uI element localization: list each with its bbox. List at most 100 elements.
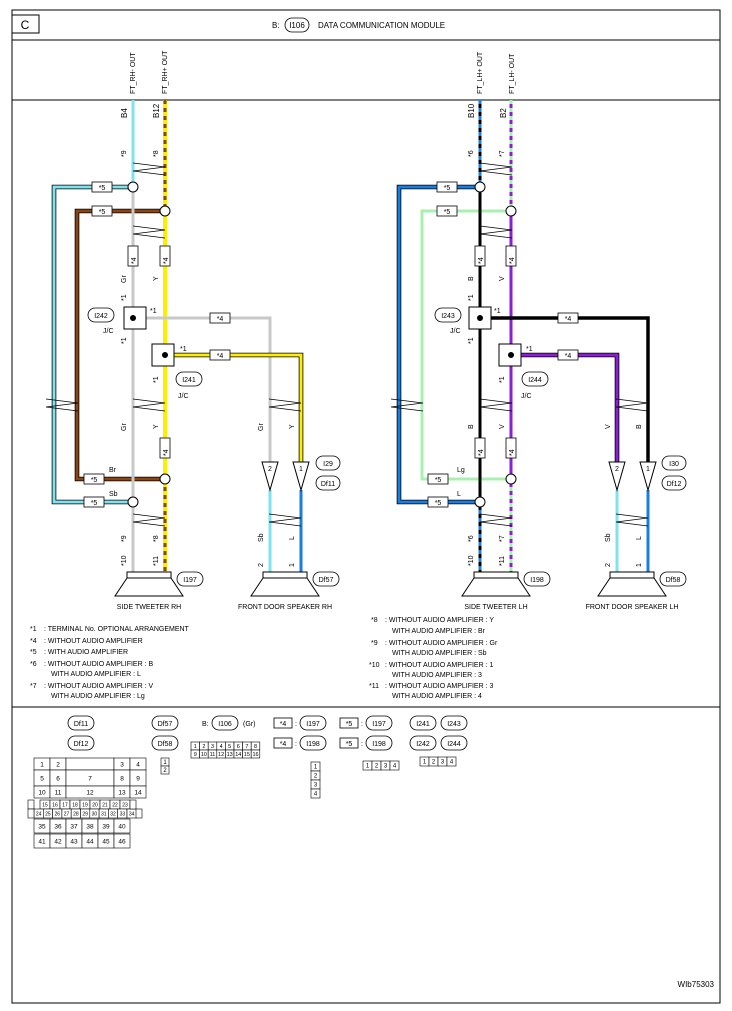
pin-number: 40 bbox=[118, 823, 126, 830]
pin-number: 1 bbox=[423, 760, 427, 766]
tag-text: *5 bbox=[91, 500, 98, 507]
note-text: WITH AUDIO AMPLIFIER : L bbox=[51, 671, 141, 678]
connector-id: I29 bbox=[323, 461, 333, 468]
connector-oval bbox=[315, 455, 341, 471]
wire-code: V bbox=[605, 424, 612, 429]
junction-type: J/C bbox=[521, 393, 532, 400]
pin-number: 5 bbox=[40, 775, 44, 782]
note-text: WITH AUDIO AMPLIFIER : Sb bbox=[392, 650, 487, 657]
terminal-label: FT_RH+ OUT bbox=[162, 50, 169, 94]
splice-node bbox=[159, 473, 171, 485]
pin-number: 30 bbox=[92, 811, 98, 817]
tag-text: *5 bbox=[99, 209, 106, 216]
pin-number: 24 bbox=[36, 811, 42, 817]
pin-number: 10 bbox=[201, 752, 207, 758]
junction-id: I241 bbox=[182, 377, 196, 384]
component-label: SIDE TWEETER RH bbox=[117, 604, 181, 611]
header-title: DATA COMMUNICATION MODULE bbox=[318, 21, 445, 30]
pin-number: 2 bbox=[268, 466, 272, 473]
connector-oval bbox=[434, 307, 462, 323]
connector-oval bbox=[151, 715, 179, 731]
pin-number: 22 bbox=[112, 802, 118, 808]
wire-violet-branch bbox=[518, 352, 620, 462]
pin-number: 1 bbox=[40, 761, 44, 768]
connector-pin-triangle bbox=[639, 461, 657, 492]
page-frame bbox=[11, 9, 721, 1004]
legend-prefix: B: bbox=[202, 721, 209, 728]
pin-number: 4 bbox=[136, 761, 140, 768]
tag-box bbox=[436, 205, 458, 217]
speaker-cone bbox=[114, 577, 184, 597]
splice-node bbox=[505, 473, 517, 485]
tag-text: *4 bbox=[217, 316, 224, 323]
connector-id: Df58 bbox=[666, 577, 681, 584]
pin-number: 35 bbox=[38, 823, 46, 830]
speaker-cone bbox=[461, 577, 531, 597]
terminal-label: FT_LH+ OUT bbox=[477, 51, 484, 94]
tag-text: *1 bbox=[526, 346, 533, 353]
junction-id: I243 bbox=[441, 313, 455, 320]
note-text: : TERMINAL No. OPTIONAL ARRANGEMENT bbox=[44, 626, 190, 633]
connector-oval bbox=[211, 715, 239, 731]
pin-number: 41 bbox=[38, 838, 46, 845]
connector-oval bbox=[365, 715, 393, 731]
pin-number: 29 bbox=[82, 811, 88, 817]
splice-node bbox=[474, 181, 486, 193]
pin-number: 39 bbox=[102, 823, 110, 830]
connector-oval bbox=[409, 715, 437, 731]
pin-number: 6 bbox=[237, 744, 240, 750]
legend-colon: : bbox=[361, 721, 363, 728]
wire-code: Lg bbox=[457, 467, 465, 474]
wire-code: L bbox=[636, 536, 643, 540]
pin-number: 8 bbox=[120, 775, 124, 782]
wire-code: Y bbox=[153, 276, 160, 281]
tag-box bbox=[127, 245, 139, 267]
pin-number: 7 bbox=[245, 744, 248, 750]
tag-box bbox=[273, 737, 293, 749]
pin-number: 4 bbox=[393, 764, 397, 770]
wire-gray-branch bbox=[140, 316, 272, 462]
tag-text: *4 bbox=[131, 257, 138, 264]
pin-number: 1 bbox=[289, 563, 296, 567]
wire-code: L bbox=[457, 491, 461, 498]
section-letter: C bbox=[21, 18, 30, 32]
connector-oval bbox=[299, 715, 327, 731]
connector-pin-triangle bbox=[292, 461, 310, 492]
tag-box bbox=[339, 717, 359, 729]
splice-node bbox=[127, 181, 139, 193]
connector-id: Df57 bbox=[158, 721, 173, 728]
tag-text: *8 bbox=[153, 150, 160, 157]
tag-text: *5 bbox=[91, 477, 98, 484]
connector-oval bbox=[659, 571, 687, 587]
connector-id: I30 bbox=[669, 461, 679, 468]
pin-number: 20 bbox=[92, 802, 98, 808]
tag-text: *9 bbox=[121, 535, 128, 542]
splice-node bbox=[474, 496, 486, 508]
tag-text: *10 bbox=[468, 555, 475, 566]
connector-oval bbox=[299, 735, 327, 751]
tag-text: *4 bbox=[280, 721, 287, 728]
connector-id: I106 bbox=[218, 721, 232, 728]
tag-text: *1 bbox=[499, 376, 506, 383]
pin-number: 36 bbox=[54, 823, 62, 830]
note-text: : WITHOUT AUDIO AMPLIFIER : V bbox=[44, 683, 153, 690]
tag-box bbox=[474, 437, 486, 459]
pin-number: 10 bbox=[38, 789, 46, 796]
pin-number: 19 bbox=[82, 802, 88, 808]
wire-code: B bbox=[468, 424, 475, 429]
tag-text: *5 bbox=[435, 477, 442, 484]
pin-number: 15 bbox=[42, 802, 48, 808]
pin-number: 1 bbox=[163, 760, 167, 766]
note-text: WITH AUDIO AMPLIFIER : Br bbox=[392, 628, 486, 635]
pin-number: 2 bbox=[615, 466, 619, 473]
pin-number: 1 bbox=[646, 466, 650, 473]
tag-text: *1 bbox=[121, 294, 128, 301]
pin-number: 37 bbox=[70, 823, 78, 830]
tag-text: *1 bbox=[468, 337, 475, 344]
splice-node bbox=[505, 205, 517, 217]
wire-code: Gr bbox=[121, 423, 128, 431]
tag-text: *11 bbox=[499, 556, 506, 566]
wire-brown-loop bbox=[75, 209, 165, 481]
